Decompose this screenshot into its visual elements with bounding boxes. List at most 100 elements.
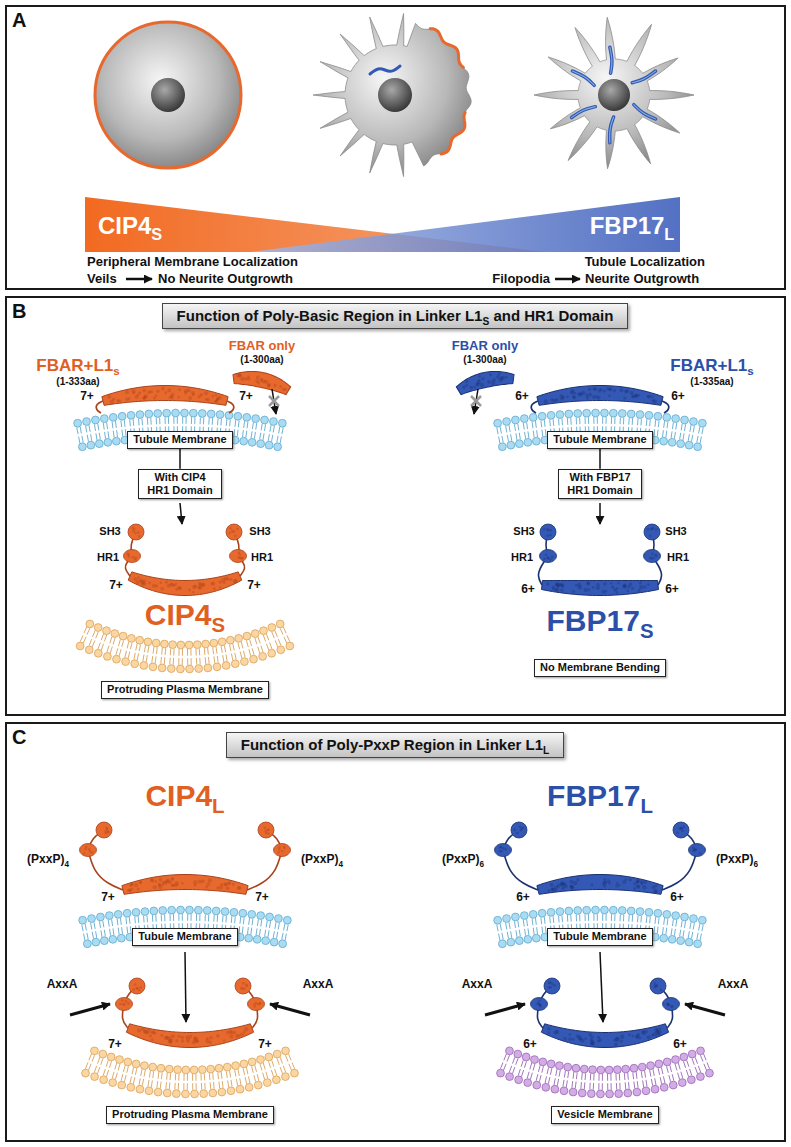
- lipid-tail: [665, 431, 667, 438]
- lipid-tail: [250, 639, 252, 646]
- lipid-tail: [576, 418, 577, 425]
- lipid-tail: [237, 430, 239, 437]
- fbar-texture: [552, 587, 555, 590]
- lipid-tail: [101, 634, 103, 640]
- lipid-head: [145, 1087, 153, 1095]
- fbar-texture: [230, 1031, 233, 1034]
- fbar-texture: [597, 1036, 600, 1039]
- lipid-head: [677, 440, 685, 448]
- lipid-tail: [115, 421, 117, 428]
- lipid-tail: [166, 1073, 168, 1080]
- lipid-tail: [272, 435, 273, 442]
- lipid-tail: [500, 924, 501, 931]
- lipid-tail: [497, 924, 498, 931]
- lipid-tail: [165, 417, 166, 424]
- lipid-head: [113, 655, 121, 663]
- lipid-tail: [251, 431, 253, 438]
- fbar-texture: [555, 398, 559, 402]
- lipid-tail: [200, 417, 201, 424]
- lipid-tail: [280, 1057, 282, 1063]
- lipid-tail: [558, 419, 560, 426]
- fbar-texture: [151, 879, 154, 882]
- fbar-texture: [478, 375, 481, 378]
- domain-texture: [257, 1003, 260, 1006]
- lipid-tail: [547, 1067, 548, 1074]
- fbar-texture: [642, 885, 646, 889]
- lipid-tail: [85, 1062, 88, 1068]
- fbar-texture: [167, 1036, 171, 1040]
- lipid-tail: [660, 1077, 661, 1084]
- lipid-head: [690, 418, 698, 426]
- lipid-tail: [636, 1072, 638, 1079]
- fbar-texture: [154, 880, 157, 883]
- lipid-head: [104, 438, 112, 446]
- lipid-head: [556, 411, 564, 419]
- fbar-texture: [597, 396, 601, 400]
- lipid-tail: [576, 915, 577, 922]
- fbar-texture: [547, 889, 550, 892]
- lipid-head: [542, 1083, 550, 1091]
- lipid-tail: [559, 1070, 560, 1077]
- lipid-tail: [260, 433, 261, 440]
- lipid-tail: [632, 1072, 634, 1079]
- lipid-tail: [204, 648, 206, 655]
- lipid-tail: [500, 427, 501, 434]
- lipid-tail: [643, 1080, 644, 1087]
- lipid-tail: [252, 919, 254, 926]
- fbar-texture: [614, 1042, 618, 1046]
- lipid-head: [597, 1066, 605, 1074]
- lipid-tail: [210, 1082, 212, 1089]
- lipid-head: [181, 409, 189, 417]
- fbar-texture: [475, 382, 480, 387]
- fbar-texture: [153, 1032, 156, 1035]
- lipid-head: [103, 652, 111, 660]
- fbar-texture: [620, 1035, 624, 1039]
- lipid-tail: [499, 437, 500, 444]
- lipid-tail: [213, 656, 215, 663]
- fbar-texture: [160, 581, 163, 584]
- lipid-tail: [535, 918, 537, 925]
- domain-blob: [80, 844, 97, 857]
- lipid-tail: [261, 646, 263, 652]
- fbar-texture: [561, 585, 564, 588]
- fbar-texture: [623, 397, 626, 400]
- lipid-tail: [178, 649, 179, 656]
- lipid-tail: [187, 1083, 188, 1090]
- lipid-tail: [585, 914, 586, 921]
- lipid-tail: [125, 429, 127, 436]
- annotation-label: AxxA: [462, 978, 493, 991]
- lipid-tail: [611, 914, 612, 921]
- lipid-tail: [169, 1082, 171, 1089]
- box-text: Tubule Membrane: [133, 433, 226, 446]
- lipid-head: [218, 638, 226, 646]
- fbar-texture: [585, 1037, 587, 1039]
- lipid-head: [606, 1090, 614, 1098]
- lipid-tail: [143, 916, 145, 923]
- lipid-head: [524, 1079, 532, 1087]
- lipid-tail: [107, 646, 109, 652]
- lipid-head: [245, 1083, 253, 1091]
- lipid-head: [669, 1081, 677, 1089]
- lipid-head: [609, 409, 617, 417]
- fbar-domain: [128, 572, 242, 596]
- fbar-domain: [537, 875, 663, 895]
- fbar-texture: [218, 396, 222, 400]
- lipid-tail: [231, 1080, 232, 1087]
- lipid-head: [507, 938, 515, 946]
- lipid-head: [529, 910, 537, 918]
- lipid-tail: [663, 918, 665, 925]
- lipid-head: [221, 908, 229, 916]
- lipid-tail: [602, 1074, 603, 1081]
- lipid-tail: [208, 915, 209, 922]
- lipid-head: [149, 1063, 157, 1071]
- lipid-tail: [231, 916, 233, 923]
- fbar-texture: [647, 583, 650, 586]
- domain-texture: [139, 986, 142, 989]
- lipid-tail: [153, 1071, 154, 1078]
- lipid-head: [165, 1065, 173, 1073]
- lipid-tail: [606, 417, 607, 424]
- lipid-head: [198, 410, 206, 418]
- lipid-head: [85, 646, 93, 654]
- fbar-texture: [560, 881, 564, 885]
- fbar-texture: [226, 577, 229, 580]
